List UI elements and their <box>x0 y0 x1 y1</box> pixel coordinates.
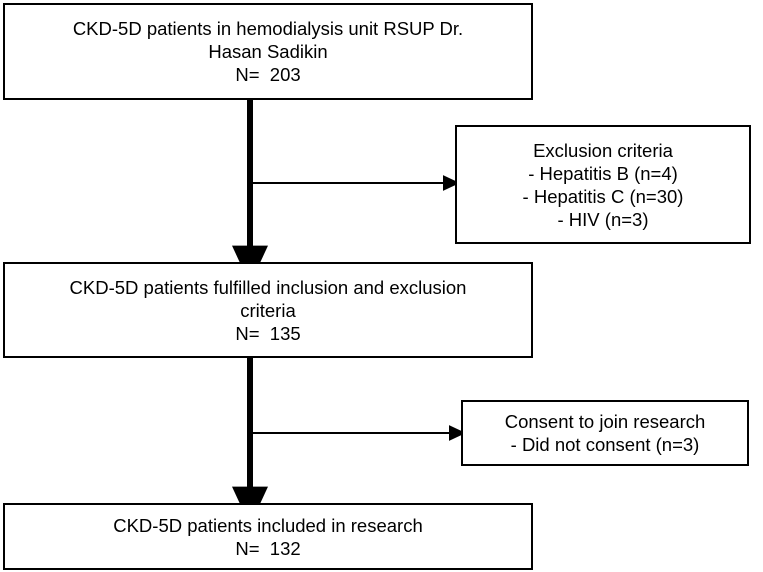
included-patients-box: CKD-5D patients included in research N= … <box>3 503 533 570</box>
eligible-patients-box: CKD-5D patients fulfilled inclusion and … <box>3 262 533 358</box>
consent-item-did-not-consent: - Did not consent (n=3) <box>510 434 700 455</box>
exclusion-item-hepatitis-c: - Hepatitis C (n=30) <box>522 185 684 207</box>
source-population-box: CKD-5D patients in hemodialysis unit RSU… <box>3 3 533 100</box>
source-line-1: CKD-5D patients in hemodialysis unit RSU… <box>72 18 464 39</box>
eligible-count-label: N= 135 <box>235 322 301 344</box>
source-line-2: Hasan Sadikin <box>208 41 328 62</box>
exclusion-heading: Exclusion criteria <box>533 139 673 161</box>
included-count-label: N= 132 <box>235 537 301 559</box>
exclusion-criteria-box: Exclusion criteria - Hepatitis B (n=4) -… <box>455 125 751 244</box>
exclusion-item-hepatitis-b: - Hepatitis B (n=4) <box>528 162 678 184</box>
source-count-label: N= 203 <box>235 64 301 85</box>
exclusion-item-hiv: - HIV (n=3) <box>557 208 649 230</box>
eligible-line-2: criteria <box>240 299 296 321</box>
eligible-line-1: CKD-5D patients fulfilled inclusion and … <box>69 276 467 298</box>
included-line-1: CKD-5D patients included in research <box>113 514 423 536</box>
consent-box: Consent to join research - Did not conse… <box>461 400 749 466</box>
consent-heading: Consent to join research <box>504 411 706 432</box>
